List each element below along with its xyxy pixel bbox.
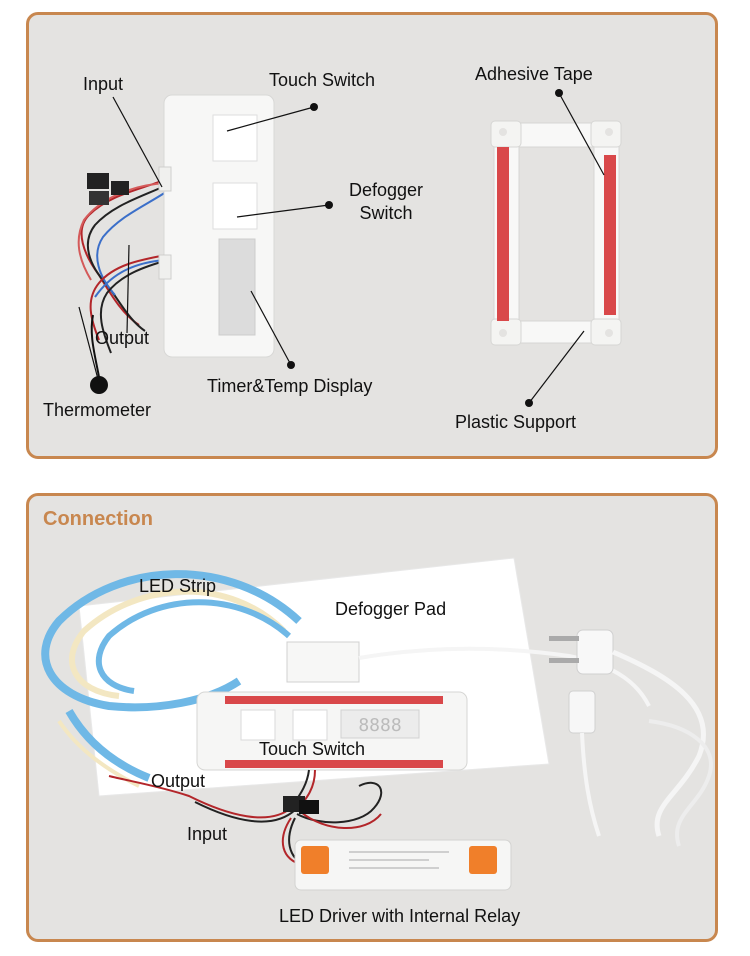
- label-plastic-support: Plastic Support: [455, 412, 577, 432]
- power-plug: [549, 629, 713, 847]
- label-thermometer: Thermometer: [43, 400, 152, 420]
- connector-plug: [89, 191, 109, 205]
- section-heading-connection: Connection: [43, 508, 153, 530]
- label-led-strip: LED Strip: [139, 576, 217, 596]
- label-timer-temp-display: Timer&Temp Display: [207, 376, 373, 396]
- thermometer-probe: [90, 376, 108, 394]
- wire-bundle: [77, 179, 170, 354]
- label-touch-switch: Touch Switch: [269, 70, 376, 90]
- adhesive-tape-strip: [604, 155, 616, 315]
- digit-display: 8888: [358, 715, 401, 736]
- touch-switch-unit: 8888: [196, 691, 468, 771]
- parts-illustration: [77, 89, 622, 407]
- leader-lines: [78, 96, 330, 384]
- product-parts-panel: Input Touch Switch Defogger Switch Outpu…: [26, 12, 718, 459]
- label-defogger-line1: Defogger: [348, 180, 424, 200]
- touch-switch-body: [158, 94, 275, 358]
- defogger-pad-connector: [286, 641, 360, 683]
- label-adhesive-tape: Adhesive Tape: [475, 64, 593, 84]
- adhesive-tape-strip: [497, 147, 509, 321]
- label-defogger-switch: Defogger Switch: [341, 181, 431, 222]
- led-strip: [41, 570, 302, 788]
- label-led-driver: LED Driver with Internal Relay: [279, 906, 521, 926]
- label-input-wire: Input: [187, 824, 228, 844]
- connection-panel: 8888 Connection LED Strip Defogger Pad T…: [26, 493, 718, 942]
- led-driver-box: [294, 839, 512, 891]
- label-defogger-line2: Switch: [359, 203, 413, 223]
- label-touch-switch-unit: Touch Switch: [259, 739, 366, 759]
- connector-plug: [111, 181, 129, 195]
- connector-plug: [299, 800, 319, 814]
- plastic-support-frame: [490, 120, 622, 346]
- label-defogger-pad: Defogger Pad: [335, 599, 447, 619]
- connection-illustration: 8888: [41, 557, 713, 891]
- inline-connector: [568, 690, 596, 734]
- connector-plug: [87, 173, 109, 189]
- label-output: Output: [95, 328, 150, 348]
- label-output-wire: Output: [151, 771, 206, 791]
- label-input: Input: [83, 74, 124, 94]
